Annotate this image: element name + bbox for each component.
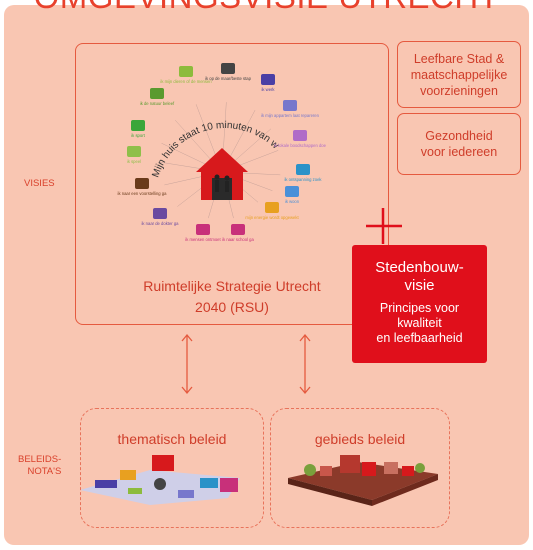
stedenbouwvisie-title-line2: visie xyxy=(404,277,435,294)
ring-item-icon xyxy=(153,208,167,219)
area-policy-illustration xyxy=(288,455,438,506)
beleidsnotas-line1: BELEIDS- xyxy=(18,454,62,465)
ring-item-label: ik naar de dokter ga xyxy=(141,221,179,226)
ring-icons: ik de natuur beleef ik mijn dieren of de … xyxy=(118,63,327,242)
vision-box-health-line1: Gezondheid xyxy=(425,129,493,143)
ring-item: ik de natuur beleef xyxy=(140,88,175,106)
stedenbouwvisie-title-line1: Stedenbouw- xyxy=(375,259,464,276)
vision-box-livable-line1: Leefbare Stad & xyxy=(413,51,505,66)
ring-item-label: ik speel xyxy=(127,159,141,164)
ring-item-label: ik de natuur beleef xyxy=(140,101,175,106)
vision-box-livable-city: Leefbare Stad & maatschappelijke voorzie… xyxy=(397,41,521,108)
double-arrow-left xyxy=(181,333,193,395)
ring-item-icon xyxy=(285,186,299,197)
ring-item-icon xyxy=(127,146,141,157)
beleidsnotas-line2: NOTA'S xyxy=(27,466,62,477)
ring-item-label: ik woon xyxy=(285,199,300,204)
ring-item-label: ik ontspanning zoek xyxy=(284,177,322,182)
ring-item-label: ik naar school ga xyxy=(222,237,254,242)
ring-item-icon xyxy=(261,74,275,85)
ring-item: ik naar de dokter ga xyxy=(141,208,179,226)
ring-item: ik mensen ontmoet xyxy=(185,224,222,242)
ring-item-icon xyxy=(221,63,235,74)
rsu-caption-line2: 2040 (RSU) xyxy=(195,299,269,315)
policy-box-area: gebieds beleid xyxy=(270,408,450,528)
ring-item-label: ik werk xyxy=(261,87,275,92)
vision-box-health-line2: voor iedereen xyxy=(420,145,498,159)
ring-item-icon xyxy=(283,100,297,111)
ring-item-label: ik lokale boodschappen doe xyxy=(274,143,327,148)
rsu-box: Ruimtelijke Strategie Utrecht 2040 (RSU) xyxy=(75,43,389,325)
policy-box-area-label: gebieds beleid xyxy=(314,431,406,447)
ring-item: ik speel xyxy=(127,146,141,164)
beleidsnotas-label: BELEIDS- NOTA'S xyxy=(18,454,61,478)
ring-item: ik lokale boodschappen doe xyxy=(274,130,327,148)
policy-box-thematic: thematisch beleid xyxy=(80,408,264,528)
ring-item-label: mijn energie wordt opgewekt xyxy=(245,215,299,220)
ring-item-icon xyxy=(179,66,193,77)
thematic-policy-illustration xyxy=(80,455,240,505)
ring-item-label: ik op de maar/beste stap xyxy=(205,76,252,81)
ring-item: ik naar een voorstelling ga xyxy=(118,178,168,196)
ring-item-icon xyxy=(196,224,210,235)
ring-item-icon xyxy=(293,130,307,141)
ring-item-icon xyxy=(265,202,279,213)
ring-item: ik op de maar/beste stap xyxy=(205,63,252,81)
ring-item-icon xyxy=(131,120,145,131)
vision-box-livable-line2: maatschappelijke xyxy=(410,67,508,82)
ring-item-icon xyxy=(231,224,245,235)
vision-box-livable-line3: voorzieningen xyxy=(420,83,498,98)
page-title: OMGEVINGSVISIE UTRECHT xyxy=(0,0,533,16)
ring-item: ik werk xyxy=(261,74,275,92)
stedenbouwvisie-title: Stedenbouw- visie xyxy=(352,259,487,295)
ring-item-label: ik mensen ontmoet xyxy=(185,237,221,242)
ring-item-label: ik sport xyxy=(131,133,145,138)
ring-item-icon xyxy=(150,88,164,99)
rsu-caption: Ruimtelijke Strategie Utrecht 2040 (RSU) xyxy=(76,276,388,318)
policy-box-thematic-label: thematisch beleid xyxy=(117,431,227,447)
plus-icon xyxy=(366,208,402,244)
ring-item: ik ontspanning zoek xyxy=(284,164,322,182)
stedenbouwvisie-sub-line3: en leefbaarheid xyxy=(376,331,463,345)
ring-item-icon xyxy=(296,164,310,175)
ring-item-label: ik mijn appartem laat repareren xyxy=(261,113,320,118)
stedenbouwvisie-subtitle: Principes voor kwaliteit en leefbaarheid xyxy=(352,301,487,346)
ring-item-label: ik mijn dieren of de mensen xyxy=(160,79,212,84)
ring-item: ik naar school ga xyxy=(222,224,254,242)
ring-item: ik mijn appartem laat repareren xyxy=(261,100,320,118)
stedenbouwvisie-box: Stedenbouw- visie Principes voor kwalite… xyxy=(352,245,487,363)
vision-box-health: Gezondheid voor iedereen xyxy=(397,113,521,175)
stedenbouwvisie-sub-line2: kwaliteit xyxy=(397,316,442,330)
visies-label: VISIES xyxy=(24,178,55,189)
ring-item: ik woon xyxy=(285,186,300,204)
stedenbouwvisie-sub-line1: Principes voor xyxy=(379,301,460,315)
ring-item-icon xyxy=(135,178,149,189)
ring-item: ik mijn dieren of de mensen xyxy=(160,66,212,84)
rsu-caption-line1: Ruimtelijke Strategie Utrecht xyxy=(143,278,321,294)
house-icon xyxy=(196,148,248,200)
ring-item: mijn energie wordt opgewekt xyxy=(245,202,299,220)
ring-item-label: ik naar een voorstelling ga xyxy=(118,191,168,196)
ring-item: ik sport xyxy=(131,120,146,138)
double-arrow-right xyxy=(299,333,311,395)
